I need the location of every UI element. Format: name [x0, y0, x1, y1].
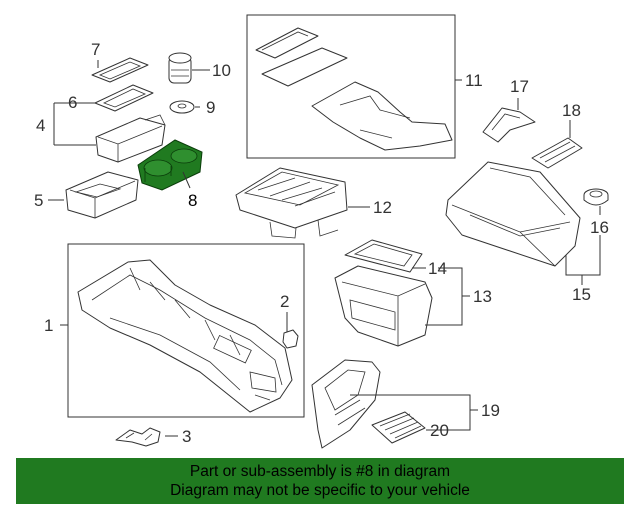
group-frame-11 — [246, 14, 456, 159]
part-8-cup-holder[interactable] — [137, 139, 203, 191]
callout-7: 7 — [91, 40, 100, 59]
info-banner: Part or sub-assembly is #8 in diagram Di… — [16, 458, 624, 504]
part-2-clip[interactable] — [282, 329, 299, 349]
callout-16: 16 — [590, 218, 609, 237]
banner-line-2: Diagram may not be specific to your vehi… — [170, 482, 470, 499]
part-14-liner[interactable] — [344, 239, 423, 273]
callout-4: 4 — [36, 116, 45, 135]
part-15-housing[interactable] — [445, 161, 581, 267]
callout-2: 2 — [280, 292, 289, 311]
exploded-parts-diagram: 7 6 4 5 10 9 8 11 12 14 13 17 18 16 15 1… — [34, 14, 609, 449]
part-10-knob[interactable] — [168, 52, 192, 84]
callout-14: 14 — [428, 259, 447, 278]
group-frame-1 — [67, 243, 305, 418]
callout-20: 20 — [430, 421, 449, 440]
callout-8: 8 — [188, 191, 197, 210]
callout-9: 9 — [206, 98, 215, 117]
part-16-ring[interactable] — [583, 188, 609, 206]
part-12-tray[interactable] — [235, 167, 348, 239]
part-11-lid[interactable] — [255, 27, 453, 151]
callout-10: 10 — [212, 61, 231, 80]
callout-1: 1 — [44, 316, 53, 335]
callout-3: 3 — [182, 427, 191, 446]
callout-13: 13 — [473, 287, 492, 306]
part-5-tray[interactable] — [65, 171, 139, 219]
part-9-washer[interactable] — [169, 100, 195, 114]
callout-18: 18 — [562, 101, 581, 120]
banner-line-1: Part or sub-assembly is #8 in diagram — [189, 463, 451, 480]
part-7-pad[interactable] — [91, 57, 149, 83]
part-13-bin[interactable] — [334, 265, 433, 347]
callout-15: 15 — [572, 285, 591, 304]
leader-lines — [48, 60, 601, 437]
part-1-console[interactable] — [77, 259, 293, 413]
callout-6: 6 — [68, 93, 77, 112]
callout-11: 11 — [465, 71, 483, 90]
callout-5: 5 — [34, 191, 43, 210]
callout-19: 19 — [481, 401, 500, 420]
part-3-bracket[interactable] — [115, 427, 161, 447]
callout-17: 17 — [510, 77, 529, 96]
part-17-cover[interactable] — [482, 107, 536, 143]
part-19-panel[interactable] — [311, 359, 381, 449]
part-20-grille[interactable] — [371, 411, 426, 444]
part-6-mat[interactable] — [94, 84, 154, 112]
part-4-tray[interactable] — [95, 114, 166, 163]
callout-12: 12 — [373, 198, 392, 217]
part-18-trim[interactable] — [531, 137, 583, 169]
